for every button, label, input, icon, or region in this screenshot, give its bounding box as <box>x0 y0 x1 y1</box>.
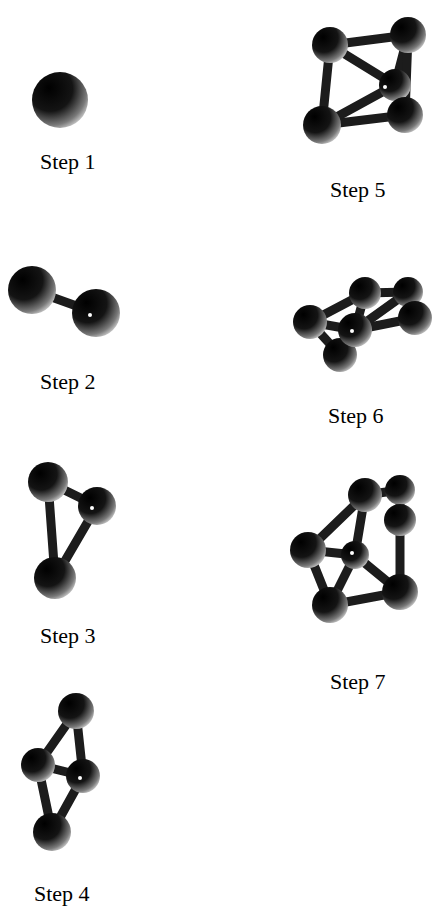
step-label: Step 5 <box>330 178 386 202</box>
step-label: Step 2 <box>40 370 96 394</box>
step-label: Step 6 <box>328 404 384 428</box>
step-label: Step 3 <box>40 624 96 648</box>
step-label: Step 7 <box>330 670 386 694</box>
step-label: Step 4 <box>34 882 90 906</box>
step-label: Step 1 <box>40 150 96 174</box>
